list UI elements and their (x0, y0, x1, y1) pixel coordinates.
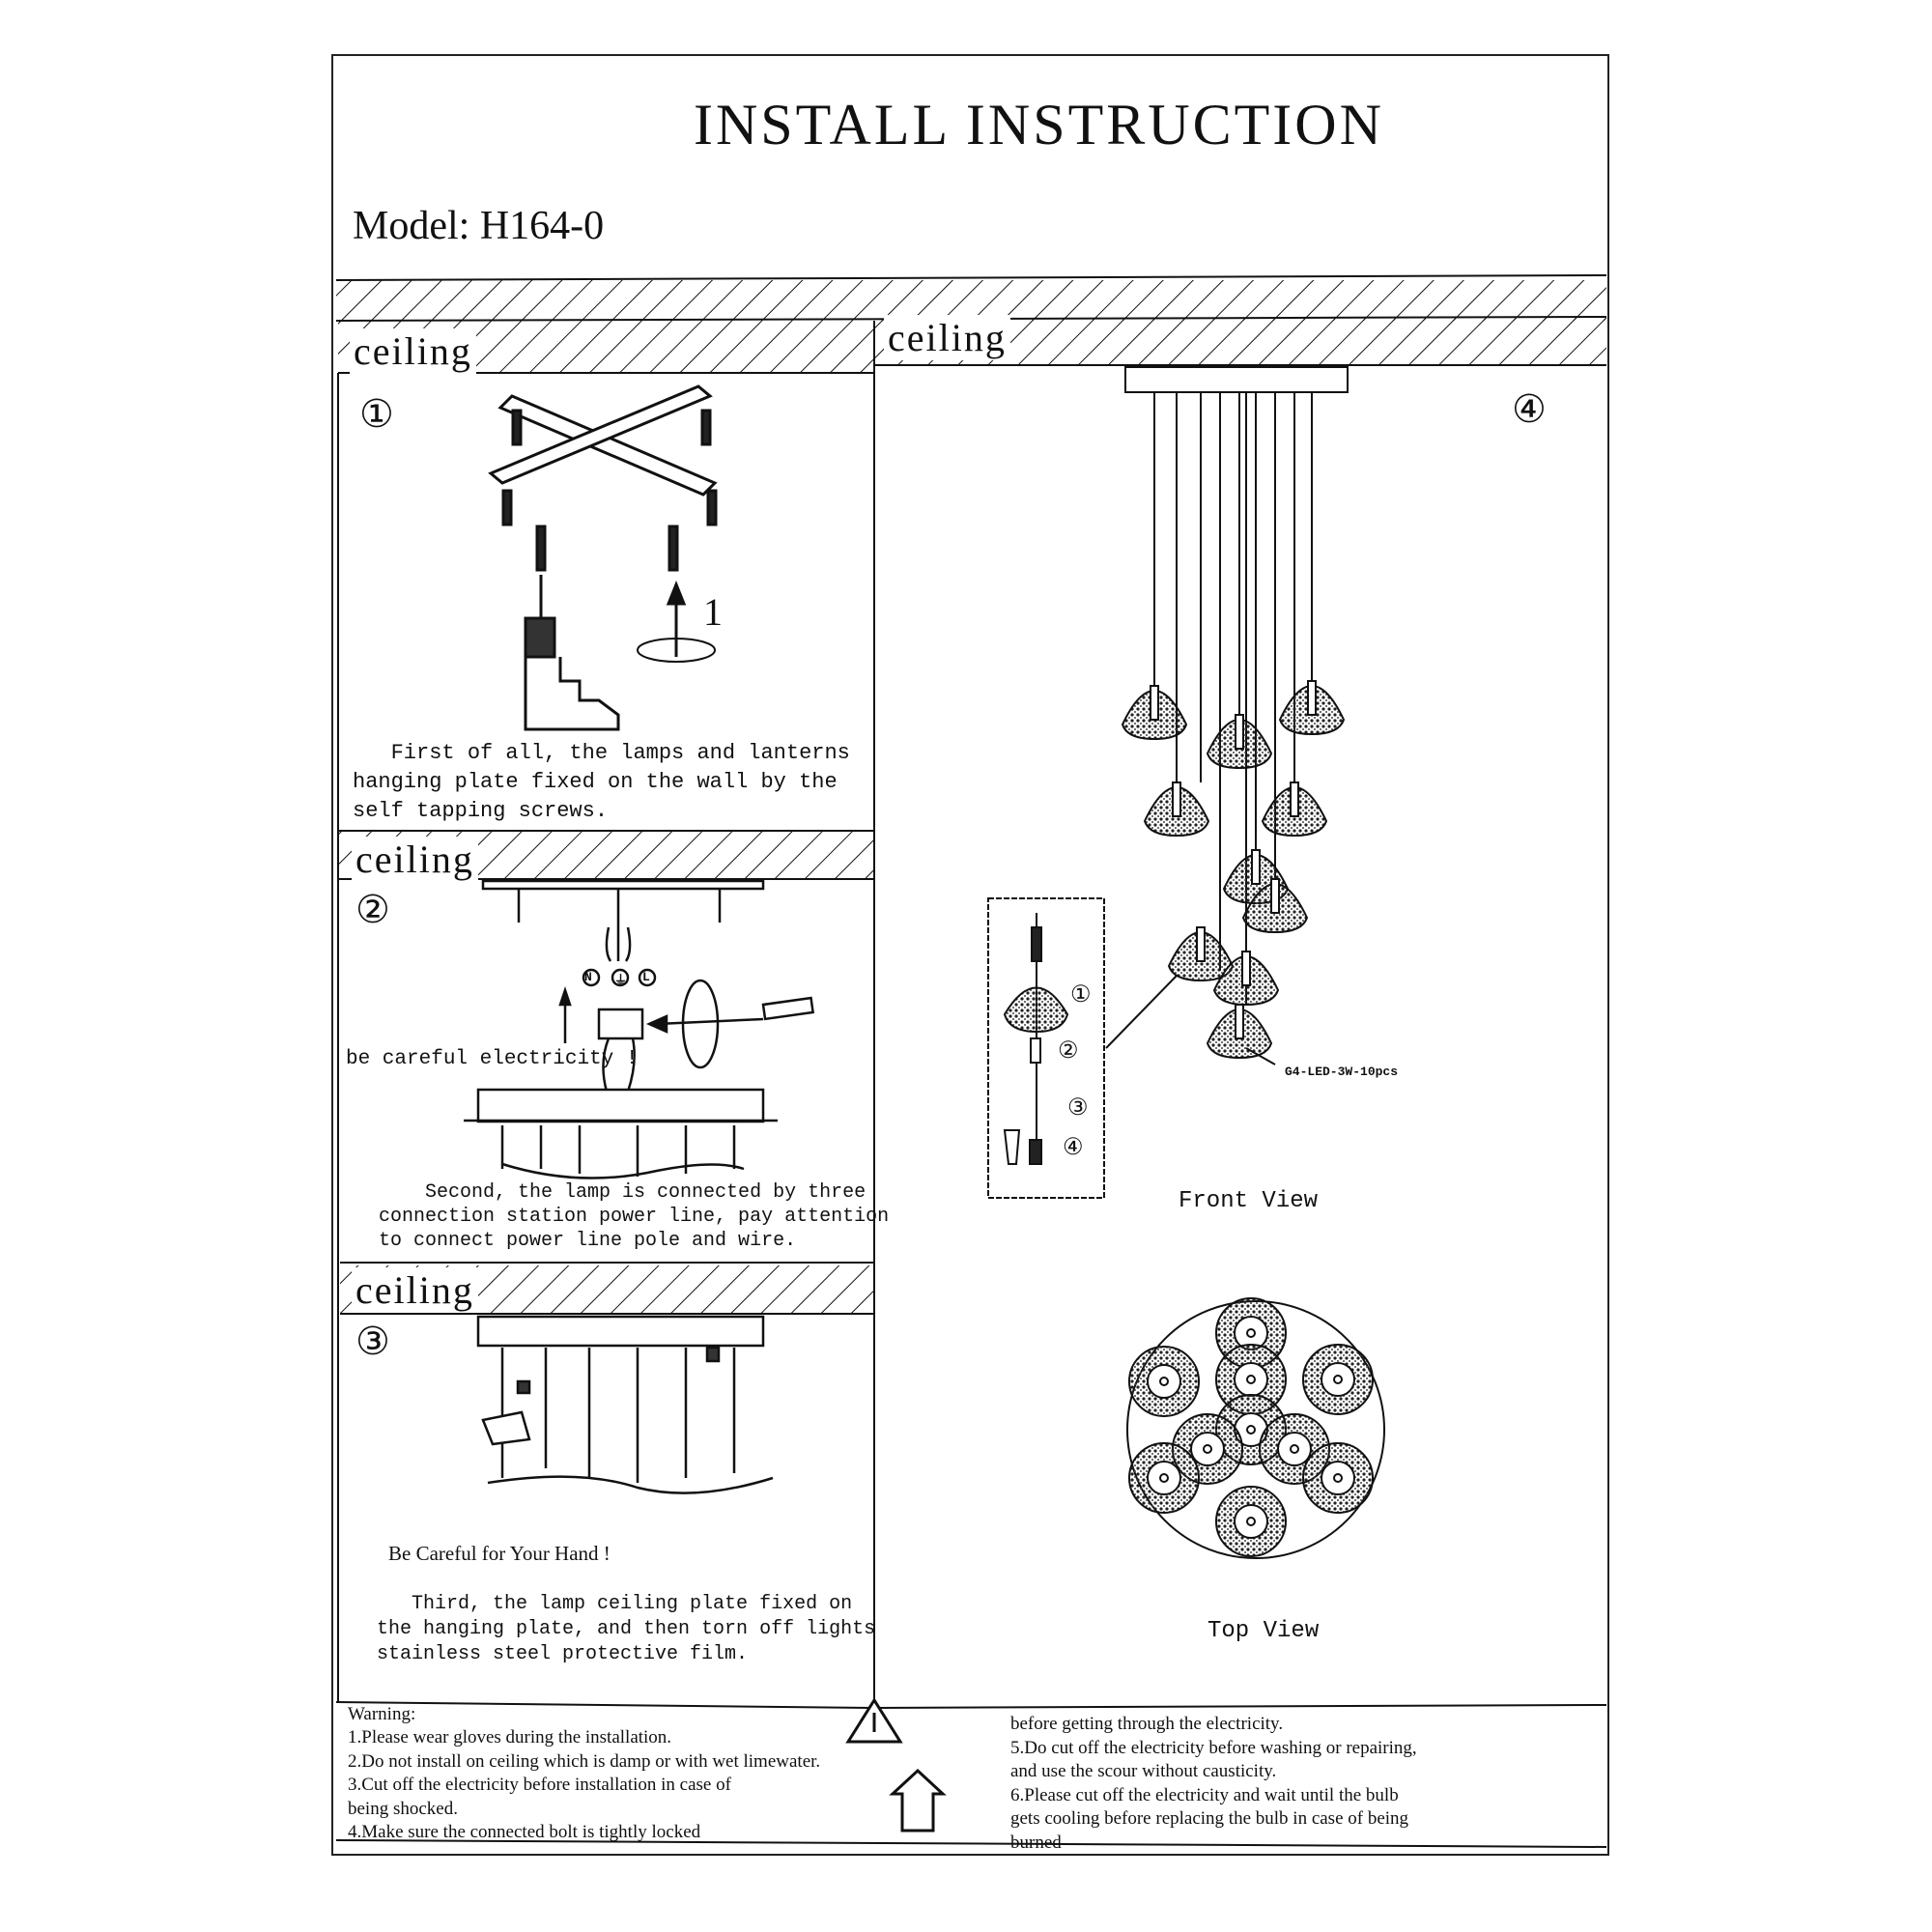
pendant-bulb (1251, 849, 1261, 885)
ceiling-plate-drawing (476, 1315, 774, 1494)
pendant-bulb (1290, 781, 1299, 817)
bulb-label: G4-LED-3W-10pcs (1285, 1065, 1399, 1079)
warning-triangle-icon (845, 1697, 903, 1744)
detail-step-3: ③ (1067, 1095, 1089, 1121)
ceiling-label: ceiling (350, 328, 476, 374)
step-3-number: ③ (355, 1320, 390, 1363)
model-number: Model: H164-0 (353, 204, 605, 248)
pendant-bulb (1196, 926, 1206, 962)
wiring-drawing (464, 879, 815, 1179)
step-1-text: First of all, the lamps and lanterns han… (353, 741, 850, 823)
step-1-callout: 1 (703, 590, 723, 634)
step-1-number: ① (359, 392, 394, 436)
warning-list-right: before getting through the electricity. … (1010, 1714, 1417, 1853)
pendant-bulb (1241, 951, 1251, 986)
step-4-number: ④ (1512, 387, 1547, 431)
ceiling-label: ceiling (352, 837, 478, 882)
front-view-drawing (987, 366, 1349, 1199)
detail-step-2: ② (1058, 1038, 1079, 1064)
pendant-bulb (1307, 680, 1317, 716)
front-view-label: Front View (1179, 1188, 1319, 1214)
warning-heading: Warning: (348, 1704, 416, 1724)
ceiling-label: ceiling (884, 315, 1010, 360)
pendant-bulb (1172, 781, 1181, 817)
pendant-bulb (1270, 878, 1280, 914)
ceiling-hatch-top (336, 280, 1606, 321)
house-arrow-icon (889, 1768, 947, 1833)
detail-step-4: ④ (1063, 1135, 1084, 1160)
step-3-text: Third, the lamp ceiling plate fixed on t… (377, 1593, 876, 1665)
page-title: INSTALL INSTRUCTION (694, 93, 1384, 156)
terminal-l: L (642, 970, 650, 984)
ceiling-label: ceiling (352, 1267, 478, 1313)
pendant-bulb (1235, 1004, 1244, 1039)
page-border (331, 54, 1609, 1856)
step-2-number: ② (355, 888, 390, 931)
warning-list-left: 1.Please wear gloves during the installa… (348, 1727, 821, 1842)
terminal-n: N (584, 970, 592, 984)
step-3-caution: Be Careful for Your Hand ! (388, 1542, 611, 1565)
top-view-label: Top View (1208, 1618, 1320, 1644)
step-2-caution: be careful electricity ! (346, 1048, 639, 1070)
pendant-bulb (1235, 714, 1244, 750)
hanging-plate-drawing (488, 384, 718, 731)
pendant-bulb (1150, 685, 1159, 721)
step-2-text: Second, the lamp is connected by three c… (379, 1181, 890, 1252)
top-view-drawing (1126, 1297, 1385, 1559)
terminal-ground: ⏚ (614, 974, 628, 988)
detail-step-1: ① (1070, 982, 1092, 1008)
